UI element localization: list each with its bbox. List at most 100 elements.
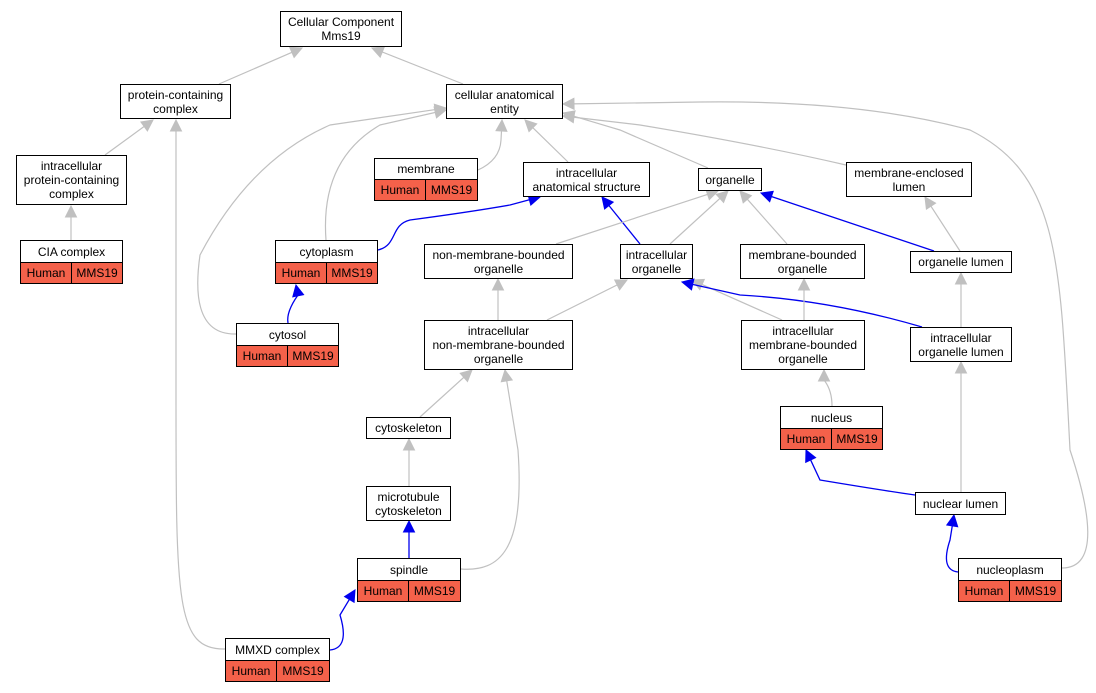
node-nmbo[interactable]: non-membrane-bounded organelle [424, 244, 573, 279]
gene-cell: MMS19 [836, 432, 878, 446]
edge-nucleus-to-ic-mbo [817, 368, 833, 407]
edge-nucleoplasm-to-cae [561, 97, 1089, 569]
edge-line [287, 293, 299, 324]
arrowhead [715, 190, 729, 204]
edge-org-lumen-to-organelle [759, 190, 935, 252]
node-label: nucleoplasm [976, 562, 1044, 577]
node-org-lumen[interactable]: organelle lumen [910, 251, 1012, 273]
arrowhead [561, 97, 575, 111]
edge-ic-protein-complex-to-protein-complex [104, 119, 154, 156]
edge-nmbo-to-organelle [555, 188, 720, 245]
arrowhead [797, 277, 811, 291]
node-label: MMXD complex [235, 642, 320, 657]
node-ic-protein-complex[interactable]: intracellular protein-containing complex [16, 155, 127, 205]
edge-line [669, 196, 722, 245]
node-organelle[interactable]: organelle [698, 168, 762, 191]
edge-line [377, 198, 532, 251]
node-label: cytoskeleton [375, 421, 442, 435]
arrowhead [561, 111, 576, 124]
edge-cia-to-ic-protein-complex [64, 204, 78, 240]
edge-spindle-to-mt-cytoskeleton [402, 519, 416, 558]
arrowhead [954, 360, 968, 374]
arrowhead [817, 368, 831, 382]
edge-line [571, 115, 709, 169]
gene-cell: MMS19 [292, 349, 334, 363]
node-ic-org-lumen[interactable]: intracellular organelle lumen [910, 327, 1012, 362]
node-mt-cytoskeleton[interactable]: microtubule cytoskeleton [366, 486, 451, 521]
node-protein-complex[interactable]: protein-containing complex [120, 84, 231, 119]
edge-mt-cytoskeleton-to-cytoskeleton [402, 437, 416, 486]
arrowhead [805, 448, 817, 464]
edge-ic-nmbo-to-ic-organelle [546, 279, 629, 321]
node-ias[interactable]: intracellular anatomical structure [523, 162, 650, 197]
edge-ic-org-lumen-to-ic-organelle [680, 278, 923, 328]
species-cell: Human [959, 581, 1010, 601]
node-label: membrane [397, 162, 455, 176]
arrowhead [524, 119, 538, 133]
edge-ic-mbo-to-ic-organelle [690, 278, 783, 321]
annotation-row: Human MMS19 [959, 580, 1061, 601]
arrowhead [459, 369, 473, 383]
arrowhead [495, 118, 508, 132]
edge-cytosol-to-cae [197, 103, 448, 335]
edge-org-lumen-to-me-lumen [924, 196, 961, 252]
node-label: organelle [705, 172, 755, 187]
node-root[interactable]: Cellular Component Mms19 [280, 11, 402, 47]
edge-nuclear-lumen-to-nucleus [805, 448, 916, 496]
species-cell: Human [237, 346, 288, 366]
edge-line [769, 195, 935, 252]
gene-cell: MMS19 [282, 664, 324, 678]
node-ic-mbo[interactable]: intracellular membrane-bounded organelle [741, 320, 865, 370]
edge-line [477, 128, 503, 171]
arrowhead [924, 196, 937, 211]
node-nuclear-lumen[interactable]: nuclear lumen [915, 492, 1006, 515]
node-label: protein-containing complex [127, 87, 224, 116]
arrowhead [601, 196, 615, 210]
edge-line [555, 193, 710, 245]
edge-line [380, 50, 464, 85]
node-label: intracellular organelle lumen [918, 330, 1004, 359]
species-cell: Human [375, 180, 426, 200]
arrowhead [402, 437, 416, 451]
arrowhead [292, 283, 305, 298]
edge-mmxd-to-protein-complex [169, 118, 226, 650]
edge-line [530, 125, 569, 163]
node-cytoskeleton[interactable]: cytoskeleton [366, 417, 451, 439]
edge-cytoplasm-to-ias [377, 193, 542, 251]
node-cae[interactable]: cellular anatomical entity [446, 84, 563, 119]
edge-line [218, 51, 294, 85]
edge-line [571, 101, 1089, 569]
node-me-lumen[interactable]: membrane-enclosed lumen [846, 162, 972, 197]
species-cell: Human [358, 581, 409, 601]
node-label: Cellular Component Mms19 [287, 15, 395, 43]
edge-line [419, 375, 466, 418]
node-label: membrane-enclosed lumen [854, 165, 964, 194]
edge-line [809, 457, 916, 496]
arrowhead [433, 103, 448, 116]
node-ic-organelle[interactable]: intracellular organelle [620, 244, 693, 279]
edge-membrane-to-cae [477, 118, 508, 171]
edge-spindle-to-ic-nmbo [460, 368, 520, 570]
species-cell: Human [276, 263, 327, 283]
edge-me-lumen-to-cae [561, 111, 847, 166]
edge-ic-organelle-to-organelle [669, 190, 729, 245]
edge-ic-organelle-to-ias [601, 196, 641, 245]
gene-cell: MMS19 [1014, 584, 1057, 598]
node-mbo[interactable]: membrane-bounded organelle [740, 244, 865, 279]
node-label: cellular anatomical entity [454, 87, 555, 116]
node-ic-nmbo[interactable]: intracellular non-membrane-bounded organ… [424, 320, 573, 370]
node-label: organelle lumen [918, 255, 1004, 269]
edge-nucleoplasm-to-nuclear-lumen [945, 513, 959, 573]
node-label: cytoplasm [299, 244, 354, 259]
edge-line [329, 597, 351, 651]
